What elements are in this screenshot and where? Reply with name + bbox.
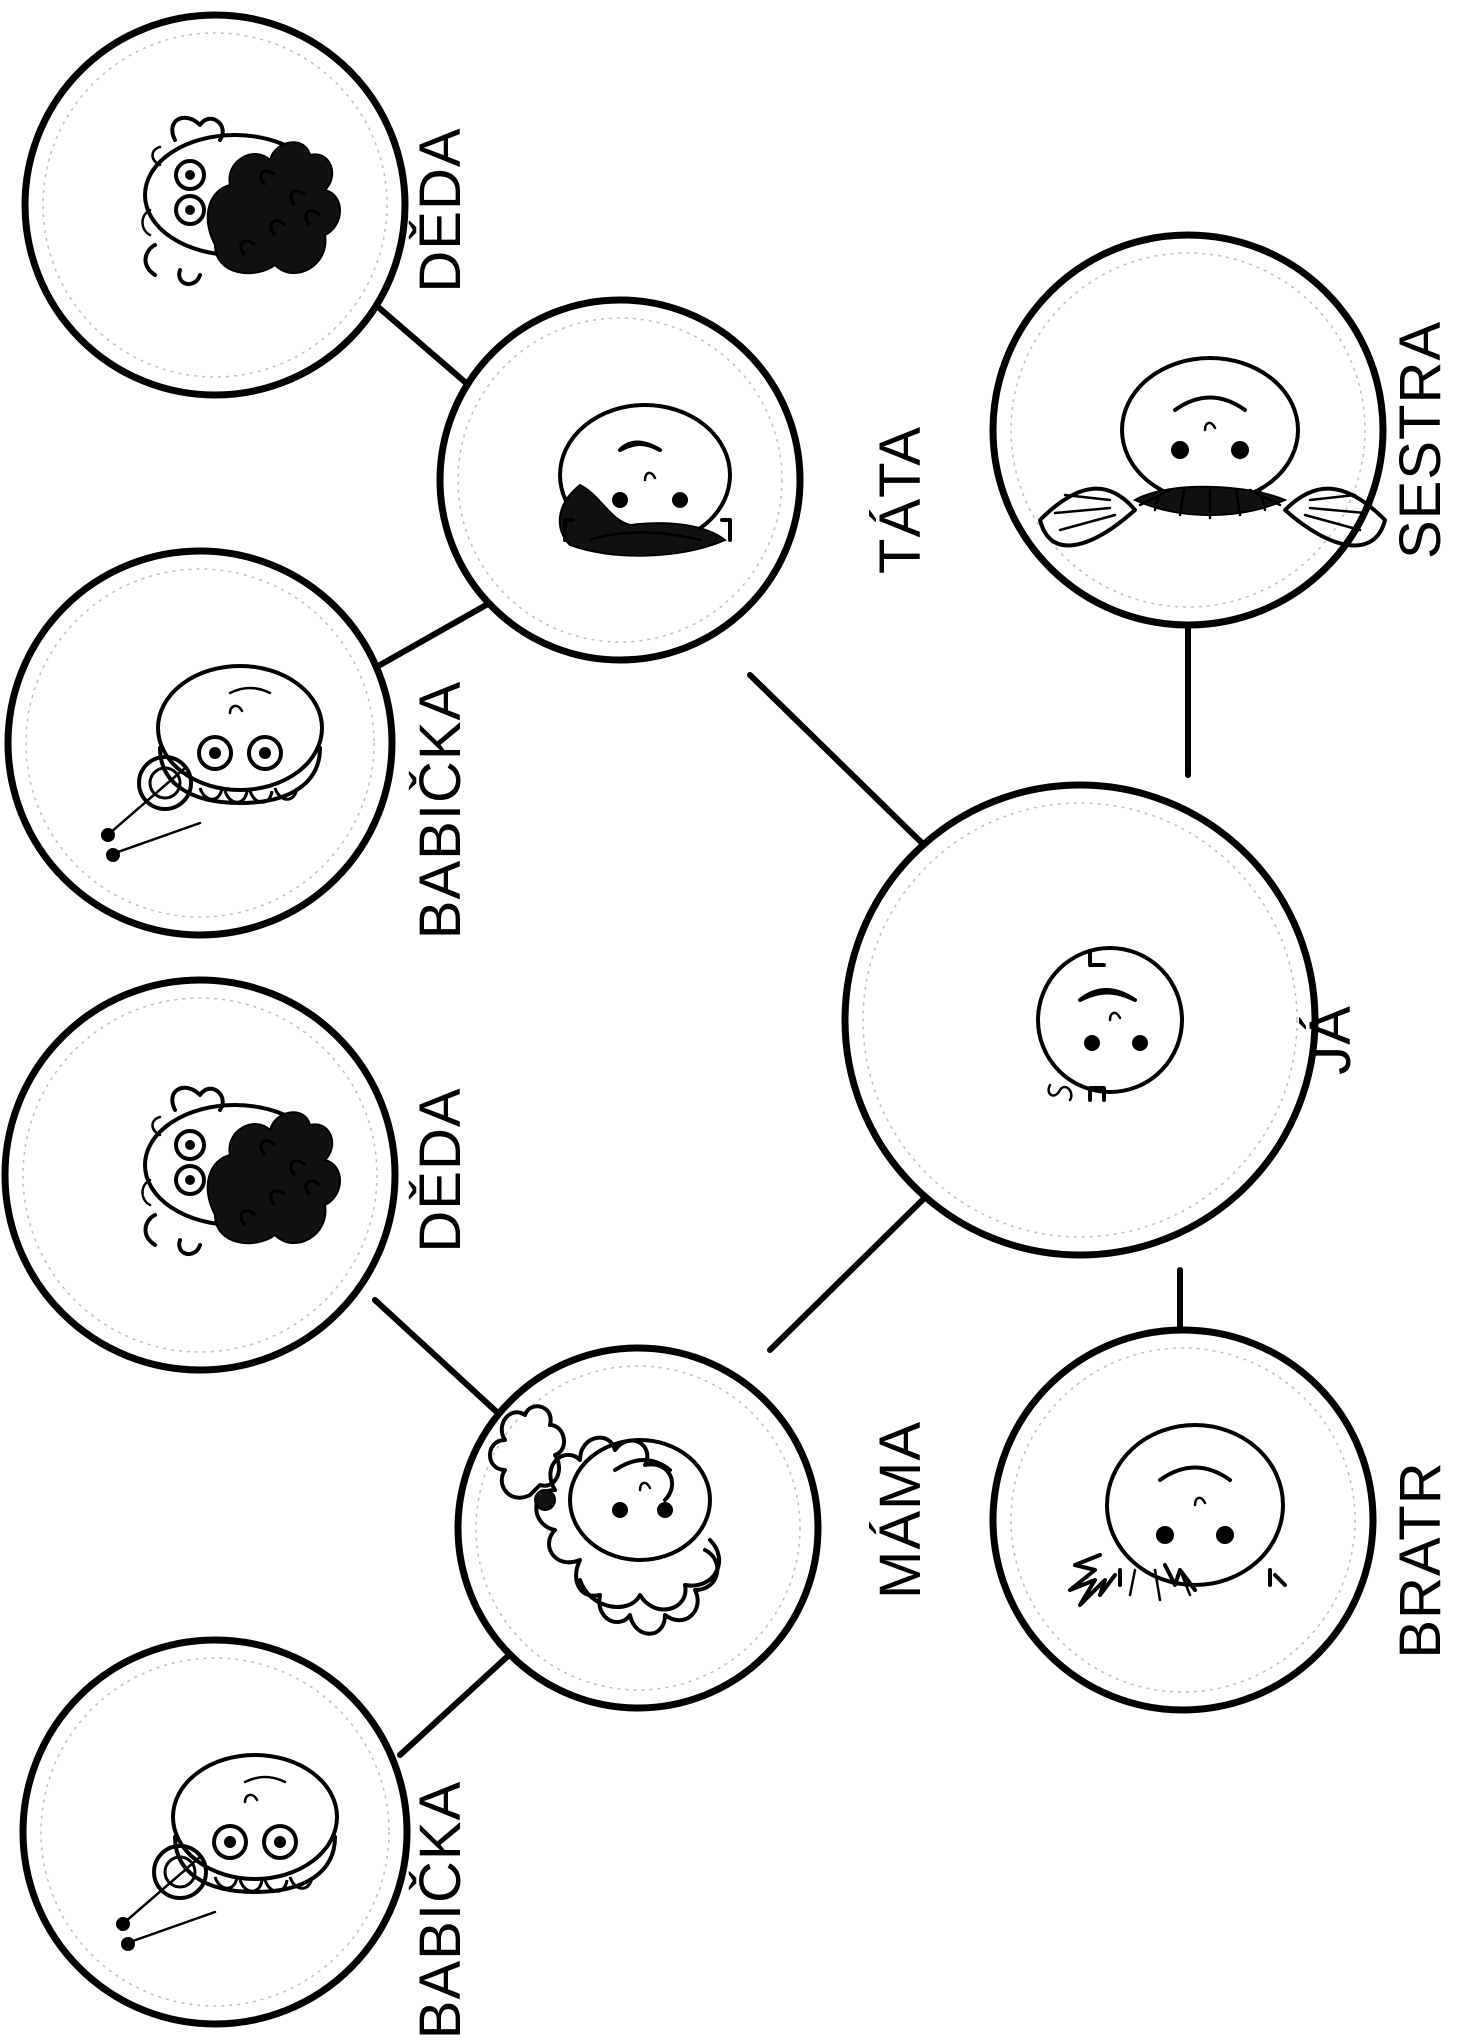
connector-deda-mama — [372, 1297, 503, 1418]
node-babicka-father — [4, 547, 396, 939]
node-deda-mother — [1, 976, 399, 1374]
label-bratr: BRATR — [1388, 1461, 1453, 1658]
label-mama: MÁMA — [868, 1421, 933, 1599]
connector-deda-tata — [367, 297, 483, 398]
connectors — [367, 297, 1191, 1758]
label-babicka-mother: BABIČKA — [408, 1781, 473, 2039]
label-babicka-father: BABIČKA — [408, 681, 473, 939]
label-ja: JÁ — [1298, 1005, 1363, 1075]
label-tata: TÁTA — [868, 426, 933, 574]
label-sestra: SESTRA — [1388, 321, 1453, 559]
label-deda-father: DĚDA — [408, 127, 473, 292]
label-deda-mother: DĚDA — [408, 1087, 473, 1252]
node-ja — [841, 781, 1319, 1259]
connector-babicka-mama — [397, 1642, 523, 1758]
node-tata — [436, 296, 804, 664]
node-mama — [454, 1344, 822, 1712]
node-bratr — [989, 1326, 1377, 1714]
node-sestra — [989, 231, 1387, 629]
node-babicka-mother — [19, 1636, 411, 2028]
connector-babicka-tata — [377, 597, 498, 668]
father-portrait — [557, 403, 732, 558]
node-deda-father — [21, 11, 409, 399]
